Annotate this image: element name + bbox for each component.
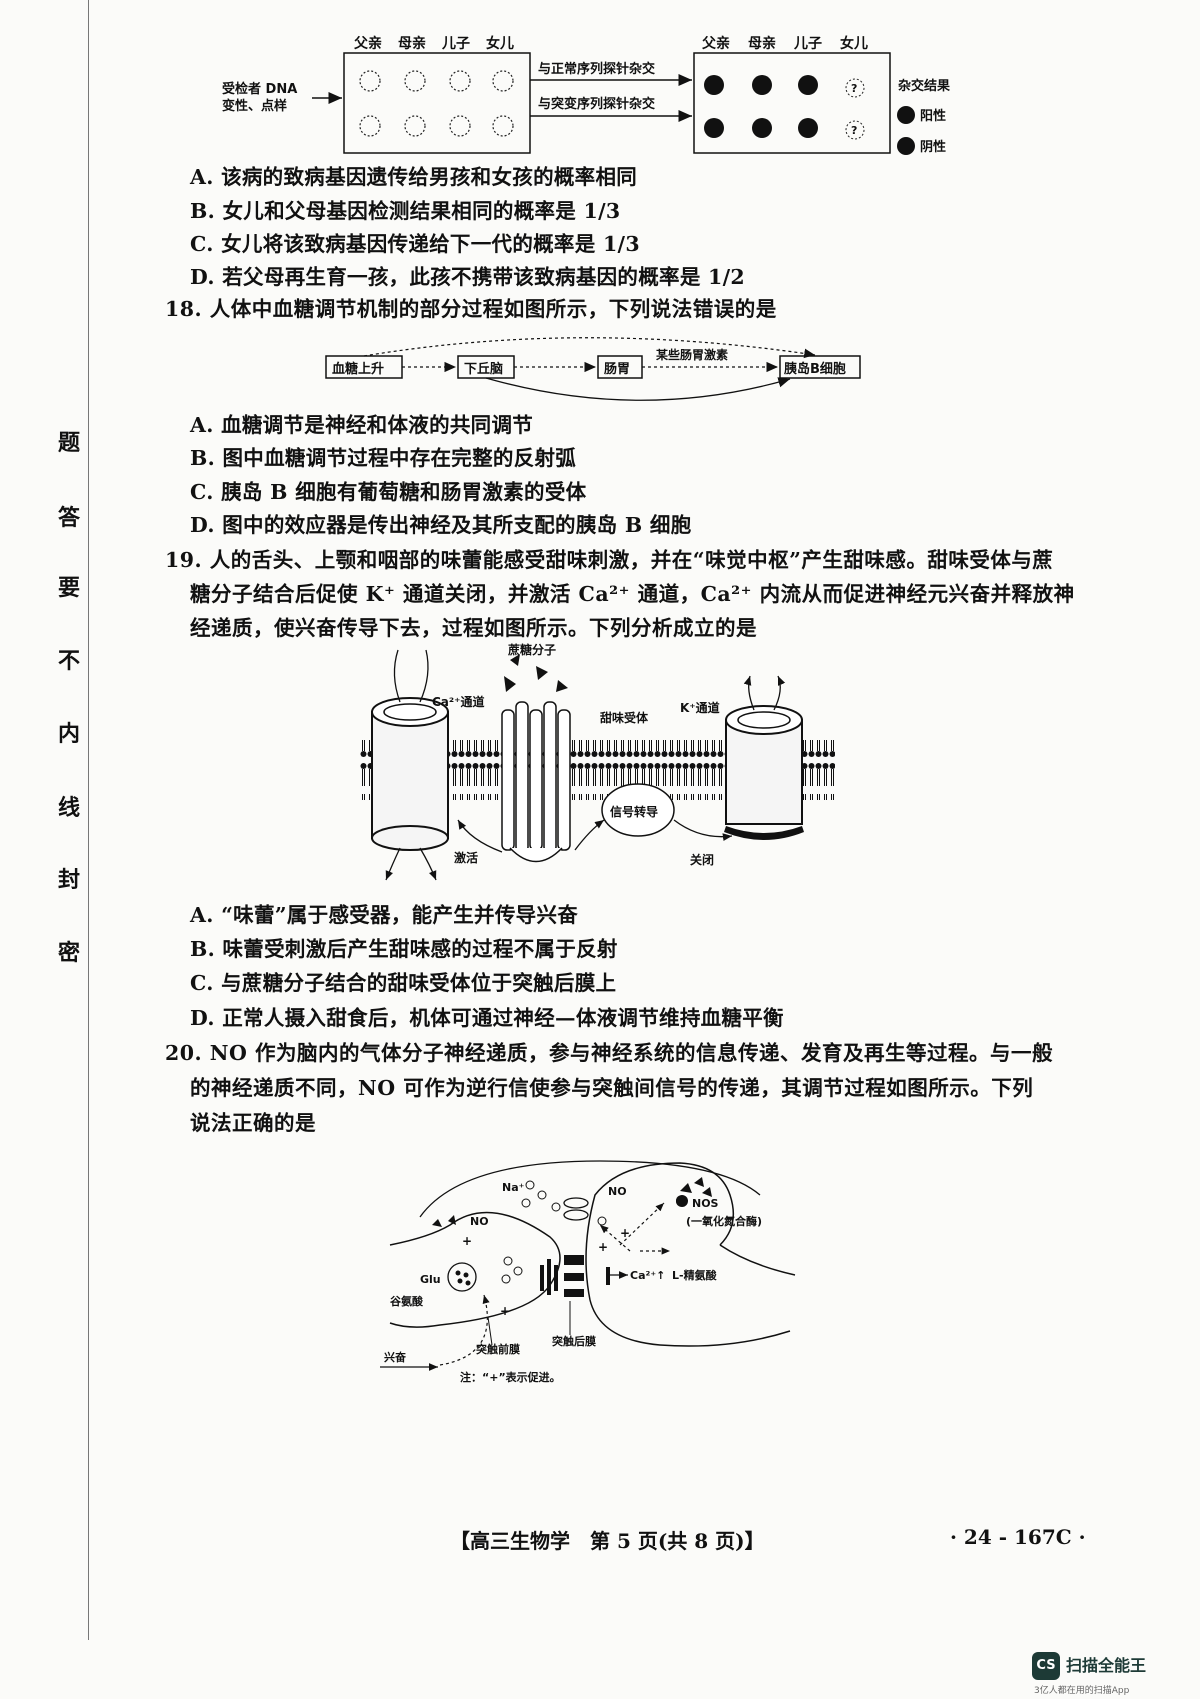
legend-positive: 阳性 [920,108,946,124]
column-label: 儿子 [793,36,822,52]
q19-stem-line: 经递质，使兴奋传导下去，过程如图所示。下列分析成立的是 [190,616,757,640]
nos-label: NOS [692,1197,719,1210]
q19-stem-line: 19. 人的舌头、上颚和咽部的味蕾能感受甜味刺激，并在“味觉中枢”产生甜味感。甜… [165,548,1054,572]
glu-full-label: 谷氨酸 [390,1294,424,1308]
no-label-pre: NO [470,1215,489,1228]
postsynaptic-label: 突触后膜 [552,1334,596,1348]
plus-sign: + [620,1226,630,1240]
q18-option-b: B. 图中血糖调节过程中存在完整的反射弧 [190,446,577,470]
margin-text: 不 [58,648,81,674]
q19-option-d: D. 正常人摄入甜食后，机体可通过神经—体液调节维持血糖平衡 [190,1006,784,1030]
signal-label: 信号转导 [610,804,658,819]
q17-option-d: D. 若父母再生育一孩，此孩不携带该致病基因的概率是 1/2 [190,265,745,289]
margin-text: 题 [58,430,81,456]
q20-stem-line: 的神经递质不同，NO 可作为逆行信使参与突触间信号的传递，其调节过程如图所示。下… [190,1076,1034,1100]
margin-text: 封 [58,867,81,893]
column-label: 父亲 [701,35,730,52]
box-hypothalamus: 下丘脑 [464,361,503,377]
ca-label: Ca²⁺↑ [630,1269,665,1282]
q20-stem-line: 说法正确的是 [190,1111,316,1135]
exam-code: · 24 - 167C · [950,1525,1086,1549]
column-label: 母亲 [748,35,776,52]
box-blood-sugar: 血糖上升 [332,361,384,377]
camscanner-logo-icon: CS [1032,1652,1060,1680]
margin-text: 内 [58,721,81,747]
sample-label: 受检者 DNA [222,81,297,97]
column-label: 父亲 [353,35,382,52]
unknown-mark: ? [851,124,857,137]
box-islet-b: 胰岛B细胞 [784,361,846,377]
margin-text: 答 [58,505,81,531]
page-footer: 【高三生物学 第 5 页(共 8 页)】 [450,1529,765,1553]
margin-text: 密 [58,940,81,966]
presynaptic-label: 突触前膜 [476,1342,520,1356]
probe-label: 与突变序列探针杂交 [538,96,655,112]
q19-stem-line: 糖分子结合后促使 K⁺ 通道关闭，并激活 Ca²⁺ 通道，Ca²⁺ 内流从而促进… [190,582,1075,606]
legend-negative: 阴性 [920,139,946,155]
column-label: 女儿 [840,35,868,52]
column-label: 女儿 [486,35,514,52]
column-label: 母亲 [398,35,426,52]
sample-label: 变性、点样 [222,98,287,114]
plus-sign: + [598,1240,608,1254]
q18-option-d: D. 图中的效应器是传出神经及其所支配的胰岛 B 细胞 [190,513,692,537]
no-label-post: NO [608,1185,627,1198]
q18-stem: 18. 人体中血糖调节机制的部分过程如图所示，下列说法错误的是 [165,297,777,321]
plus-sign: + [462,1234,472,1248]
close-label: 关闭 [690,852,714,867]
activate-label: 激活 [454,850,478,865]
margin-text: 要 [58,575,81,601]
legend-title: 杂交结果 [898,78,950,94]
margin-text: 线 [58,795,81,821]
q17-option-a: A. 该病的致病基因遗传给男孩和女孩的概率相同 [190,165,638,189]
q19-option-c: C. 与蔗糖分子结合的甜味受体位于突触后膜上 [190,971,617,995]
k-channel-label: K⁺通道 [680,700,720,715]
binding-margin-line [88,0,89,1640]
watermark-title: 扫描全能王 [1066,1656,1147,1675]
fig19-taste-receptor: Ca²⁺通道 蔗糖分子 甜味受体 信号转导 激活 关闭 K⁺通道 [360,642,835,881]
fig20-no-synapse: Na⁺ NO NO NOS (一氧化氮合酶) Glu 谷氨酸 Ca²⁺↑ L-精… [380,1160,796,1384]
column-label: 儿子 [441,36,470,52]
probe-label: 与正常序列探针杂交 [538,61,655,77]
arginine-label: L-精氨酸 [672,1268,718,1282]
q18-option-c: C. 胰岛 B 细胞有葡萄糖和肠胃激素的受体 [190,480,587,504]
sucrose-label: 蔗糖分子 [507,642,556,657]
fig17-dot-blot: 受检者 DNA 变性、点样 父亲 母亲 儿子 女儿 与正常序列探针杂交 与突变序… [222,35,950,155]
unknown-mark: ? [851,82,857,95]
q19-option-b: B. 味蕾受刺激后产生甜味感的过程不属于反射 [190,937,618,961]
q19-option-a: A. “味蕾”属于感受器，能产生并传导兴奋 [190,903,579,927]
watermark-subtitle: 3亿人都在用的扫描App [1034,1686,1130,1696]
nos-full-label: (一氧化氮合酶) [686,1214,762,1228]
q18-option-a: A. 血糖调节是神经和体液的共同调节 [190,413,534,437]
ca-channel-label: Ca²⁺通道 [432,694,485,709]
q17-option-b: B. 女儿和父母基因检测结果相同的概率是 1/3 [190,199,621,223]
hormone-label: 某些肠胃激素 [656,347,728,362]
receptor-label: 甜味受体 [600,710,649,725]
q20-stem-line: 20. NO 作为脑内的气体分子神经递质，参与神经系统的信息传递、发育及再生等过… [165,1041,1054,1065]
excite-label: 兴奋 [384,1350,407,1364]
plus-sign: + [500,1304,510,1318]
box-gut: 肠胃 [604,362,630,377]
q17-option-c: C. 女儿将该致病基因传递给下一代的概率是 1/3 [190,232,640,256]
note-label: 注：“+”表示促进。 [460,1370,561,1384]
fig18-flowchart: 血糖上升 下丘脑 肠胃 胰岛B细胞 某些肠胃激素 [325,337,861,401]
glu-label: Glu [420,1273,441,1286]
na-label: Na⁺ [502,1181,525,1194]
